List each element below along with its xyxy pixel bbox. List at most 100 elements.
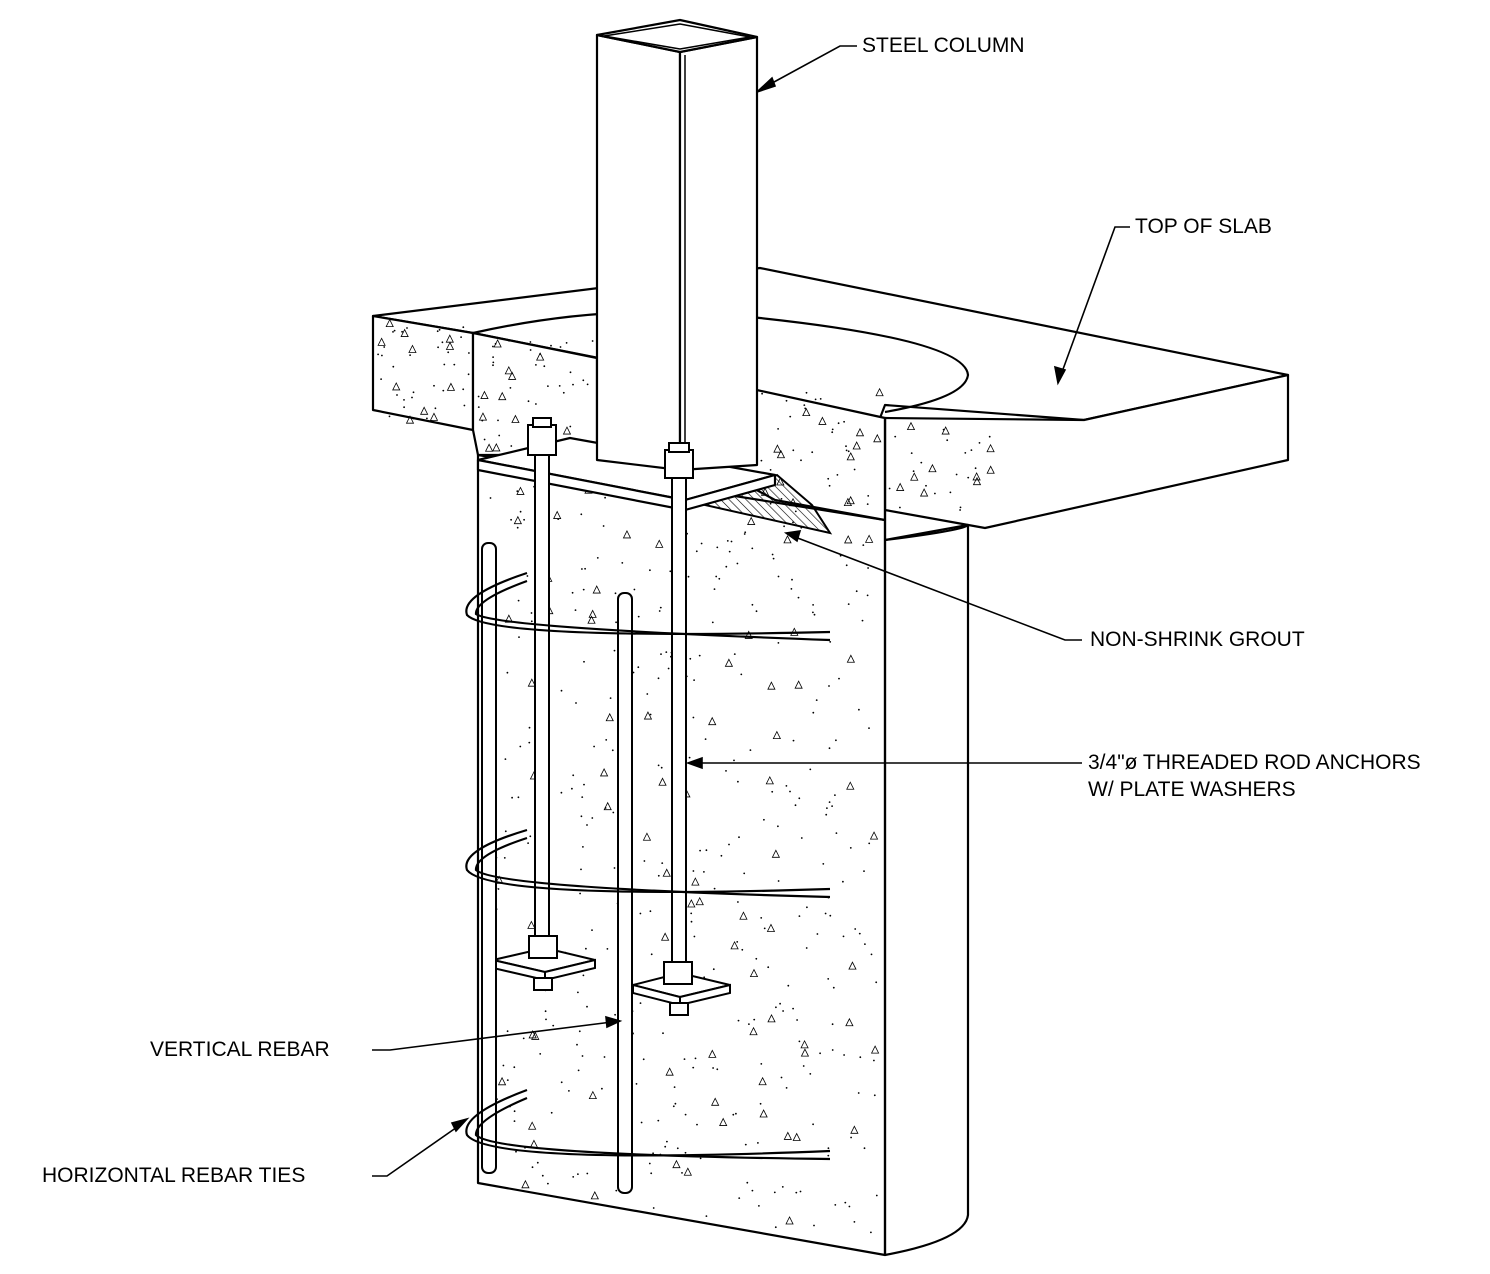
stipple-aggregate bbox=[498, 391, 507, 401]
stipple-dot bbox=[758, 1205, 760, 1207]
stipple-dot bbox=[759, 1102, 762, 1105]
stipple-aggregate bbox=[783, 534, 792, 544]
stipple-dot bbox=[492, 356, 494, 358]
stipple-dot bbox=[666, 1140, 668, 1143]
stipple-dot bbox=[813, 1224, 815, 1227]
stipple-dot bbox=[377, 353, 379, 356]
stipple-dot bbox=[545, 1018, 547, 1021]
stipple-dot bbox=[848, 1205, 851, 1208]
stipple-dot bbox=[683, 1058, 686, 1060]
stipple-dot bbox=[845, 564, 848, 567]
stipple-dot bbox=[814, 398, 817, 401]
stipple-dot bbox=[730, 540, 733, 543]
stipple-aggregate bbox=[875, 387, 884, 397]
stipple-dot bbox=[805, 391, 808, 394]
stipple-dot bbox=[613, 649, 616, 652]
stipple-dot bbox=[744, 531, 747, 534]
stipple-dot bbox=[583, 783, 585, 786]
stipple-dot bbox=[946, 439, 949, 442]
stipple-dot bbox=[568, 1090, 570, 1092]
stipple-dot bbox=[560, 791, 563, 794]
stipple-dot bbox=[513, 1110, 516, 1113]
stipple-aggregate bbox=[986, 465, 995, 474]
pier-outline-on-slab bbox=[472, 310, 970, 414]
stipple-dot bbox=[959, 506, 962, 509]
leader-top-of-slab bbox=[1061, 226, 1130, 373]
stipple-dot bbox=[767, 966, 770, 969]
stipple-dot bbox=[847, 450, 850, 453]
stipple-dot bbox=[796, 1019, 798, 1021]
stipple-dot bbox=[652, 1207, 655, 1209]
stipple-dot bbox=[513, 1066, 516, 1069]
stipple-dot bbox=[662, 1032, 664, 1035]
stipple-aggregate bbox=[846, 451, 855, 461]
stipple-dot bbox=[580, 513, 583, 516]
stipple-dot bbox=[460, 336, 462, 338]
stipple-aggregate bbox=[480, 390, 489, 399]
stipple-dot bbox=[694, 1057, 697, 1060]
stipple-dot bbox=[873, 1094, 876, 1097]
stipple-dot bbox=[725, 770, 727, 772]
stipple-aggregate bbox=[516, 486, 525, 495]
stipple-dot bbox=[518, 636, 520, 638]
stipple-dot bbox=[868, 727, 870, 729]
stipple-dot bbox=[522, 1037, 525, 1040]
stipple-aggregate bbox=[691, 877, 700, 886]
stipple-aggregate bbox=[758, 1076, 767, 1086]
stipple-dot bbox=[463, 404, 466, 407]
stipple-dot bbox=[974, 467, 977, 470]
stipple-dot bbox=[689, 657, 692, 660]
stipple-dot bbox=[713, 588, 716, 590]
stipple-dot bbox=[850, 1136, 852, 1139]
stipple-dot bbox=[640, 1121, 643, 1124]
stipple-dot bbox=[751, 1189, 754, 1192]
stipple-dot bbox=[477, 395, 480, 398]
stipple-dot bbox=[732, 1113, 735, 1116]
stipple-dot bbox=[559, 346, 562, 348]
stipple-dot bbox=[792, 1007, 794, 1010]
stipple-aggregate bbox=[928, 463, 937, 473]
stipple-dot bbox=[519, 510, 522, 513]
stipple-dot bbox=[426, 417, 428, 420]
stipple-dot bbox=[864, 943, 866, 945]
stipple-dot bbox=[858, 932, 861, 935]
stipple-dot bbox=[780, 1076, 783, 1079]
stipple-aggregate bbox=[513, 515, 523, 525]
stipple-dot bbox=[733, 653, 736, 655]
stipple-dot bbox=[657, 677, 660, 680]
stipple-aggregate bbox=[642, 832, 652, 841]
stipple-dot bbox=[970, 449, 973, 451]
stipple-dot bbox=[720, 854, 723, 857]
stipple-aggregate bbox=[767, 1013, 776, 1023]
stipple-dot bbox=[800, 459, 802, 462]
label-threaded-rod-line1: 3/4"ø THREADED ROD ANCHORS bbox=[1088, 751, 1421, 774]
stipple-dot bbox=[517, 599, 520, 602]
stipple-dot bbox=[529, 341, 532, 343]
stipple-dot bbox=[596, 557, 599, 559]
stipple-aggregate bbox=[719, 1117, 728, 1126]
stipple-dot bbox=[658, 610, 661, 612]
stipple-dot bbox=[502, 1064, 505, 1067]
stipple-aggregate bbox=[896, 482, 905, 491]
stipple-dot bbox=[639, 912, 642, 915]
stipple-dot bbox=[497, 419, 499, 422]
stipple-dot bbox=[726, 540, 729, 542]
stipple-dot bbox=[771, 790, 774, 793]
stipple-dot bbox=[483, 438, 486, 441]
stipple-dot bbox=[867, 495, 870, 497]
stipple-dot bbox=[863, 1147, 866, 1150]
stipple-dot bbox=[728, 550, 731, 553]
stipple-dot bbox=[581, 1055, 584, 1057]
stipple-dot bbox=[477, 406, 480, 408]
stipple-aggregate bbox=[869, 831, 879, 840]
stipple-dot bbox=[591, 817, 594, 819]
stipple-dot bbox=[725, 565, 728, 568]
stipple-aggregate bbox=[870, 1045, 880, 1054]
stipple-dot bbox=[560, 1081, 563, 1084]
stipple-dot bbox=[748, 1023, 750, 1025]
column-left-face bbox=[595, 33, 682, 472]
label-threaded-rod-line2: W/ PLATE WASHERS bbox=[1088, 778, 1296, 801]
stipple-dot bbox=[831, 1023, 834, 1026]
stipple-dot bbox=[673, 1086, 676, 1088]
stipple-dot bbox=[552, 1024, 555, 1027]
